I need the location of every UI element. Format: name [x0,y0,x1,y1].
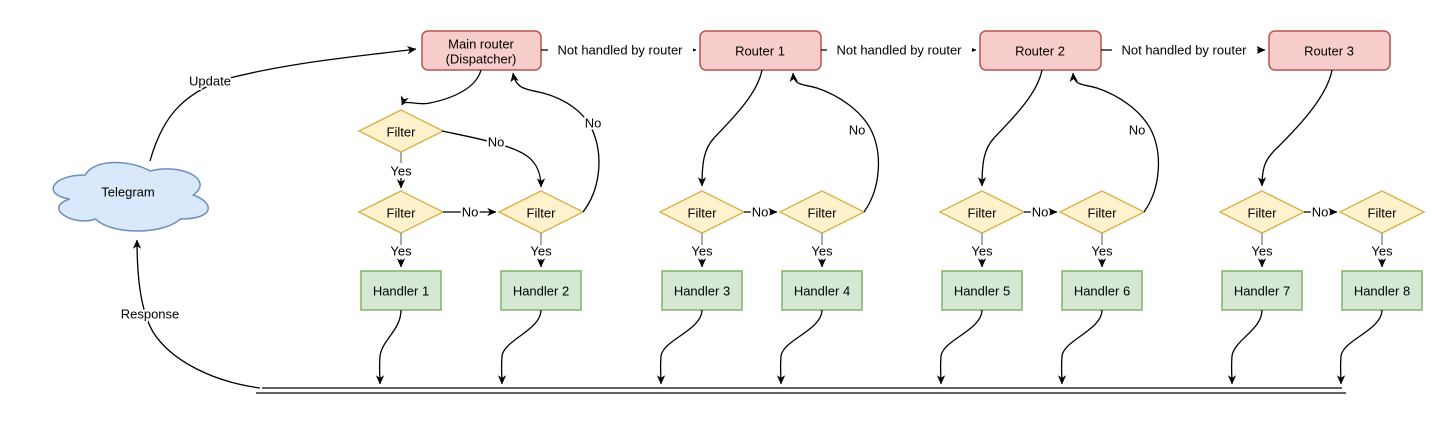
router-3-label: Router 3 [1304,44,1354,59]
router-1-node: Router 1 [699,30,822,71]
filter-label: Filter [1248,206,1278,221]
edge-handler2-to-bus [497,309,542,385]
yes-label-handler1: Yes [390,244,412,259]
dispatcher-filter-left: Filter [357,190,445,234]
edge-handler6-to-bus [1057,309,1103,385]
filter-label: Filter [688,206,718,221]
handler-3-label: Handler 3 [674,284,730,299]
no-label-return-dispatcher: No [585,116,602,131]
handler-1-node: Handler 1 [360,270,442,311]
handler-4-label: Handler 4 [794,284,850,299]
handler-4-node: Handler 4 [781,270,863,311]
router-3-node: Router 3 [1268,30,1391,71]
not-handled-label-1: Not handled by router [557,43,683,58]
dispatcher-filter-top: Filter [357,109,445,153]
not-handled-label-bg-2 [827,43,972,58]
handler-1-label: Handler 1 [373,284,429,299]
edge-handler1-to-bus [375,309,402,385]
edge-filterright-no-to-router1 [789,72,880,213]
edge-handler8-to-bus [1336,309,1383,385]
yes-label-handler3: Yes [691,244,713,259]
handler-2-node: Handler 2 [500,270,582,311]
main-router-label-line2: (Dispatcher) [446,52,517,67]
router-3-box [1268,30,1391,71]
telegram-cloud-node: Telegram [52,161,209,232]
no-label-return-router2: No [1129,123,1146,138]
yes-label-handler7: Yes [1251,244,1273,259]
edge-handler7-to-bus [1227,309,1263,385]
filter-label: Filter [968,206,998,221]
telegram-label: Telegram [101,185,154,200]
edge-handler5-to-bus [936,309,983,385]
router3-filter-left: Filter [1218,190,1306,234]
handler-8-node: Handler 8 [1341,270,1423,311]
handler-6-box [1061,270,1143,311]
handler-8-box [1341,270,1423,311]
edge-filtertop-no-to-filterright [441,130,546,188]
not-handled-label-3: Not handled by router [1121,43,1247,58]
yes-label-handler6: Yes [1091,244,1113,259]
filter-label: Filter [1088,206,1118,221]
filter-label: Filter [808,206,838,221]
handler-1-box [360,270,442,311]
yes-label-handler4: Yes [811,244,833,259]
handler-6-label: Handler 6 [1074,284,1130,299]
handler-2-box [500,270,582,311]
edge-update [149,46,417,162]
handler-5-label: Handler 5 [954,284,1010,299]
yes-label-handler5: Yes [971,244,993,259]
router-2-node: Router 2 [979,30,1102,71]
not-handled-label-bg-3 [1112,43,1257,58]
edge-filterright-no-to-dispatcher [510,72,600,213]
handler-8-label: Handler 8 [1354,284,1410,299]
yes-label-filtertop: Yes [390,164,412,179]
not-handled-label-2: Not handled by router [836,43,962,58]
edge-router2-to-filter [977,69,1043,187]
no-label-return-router1: No [849,123,866,138]
update-label: Update [189,74,231,89]
handler-7-box [1221,270,1303,311]
main-router-node: Main router (Dispatcher) [421,30,542,71]
no-label-router2-filters: No [1032,205,1049,220]
edge-response [132,239,261,389]
edge-dispatcher-to-filter [400,69,482,106]
handler-7-label: Handler 7 [1234,284,1290,299]
router-1-label: Router 1 [735,44,785,59]
router3-filter-right: Filter [1338,190,1426,234]
handler-6-node: Handler 6 [1061,270,1143,311]
edge-router3-to-filter [1257,69,1333,187]
handler-2-label: Handler 2 [513,284,569,299]
filter-label: Filter [1368,206,1398,221]
router2-filter-right: Filter [1058,190,1146,234]
handler-4-box [781,270,863,311]
no-label-router3-filters: No [1312,205,1329,220]
filter-label: Filter [527,206,557,221]
response-label: Response [121,307,180,322]
yes-label-handler2: Yes [530,244,552,259]
router-2-label: Router 2 [1015,44,1065,59]
not-handled-label-bg-1 [548,43,693,58]
cloud-shape [52,161,209,232]
router2-filter-left: Filter [938,190,1026,234]
edge-handler4-to-bus [776,309,823,385]
handler-5-node: Handler 5 [941,270,1023,311]
yes-label-handler8: Yes [1371,244,1393,259]
router1-filter-left: Filter [658,190,746,234]
handler-7-node: Handler 7 [1221,270,1303,311]
router1-filter-right: Filter [778,190,866,234]
no-label-dispatcher-filters: No [462,205,479,220]
handler-3-node: Handler 3 [661,270,743,311]
edge-handler3-to-bus [656,309,703,385]
handler-3-box [661,270,743,311]
main-router-label-line1: Main router [448,37,514,52]
filter-label: Filter [387,125,417,140]
no-label-router1-filters: No [752,205,769,220]
no-label-filtertop-curve: No [488,135,505,150]
filter-label: Filter [387,206,417,221]
edge-filterright-no-to-router2 [1069,72,1160,213]
edge-router1-to-filter [697,69,763,187]
dispatcher-filter-right: Filter [497,190,585,234]
